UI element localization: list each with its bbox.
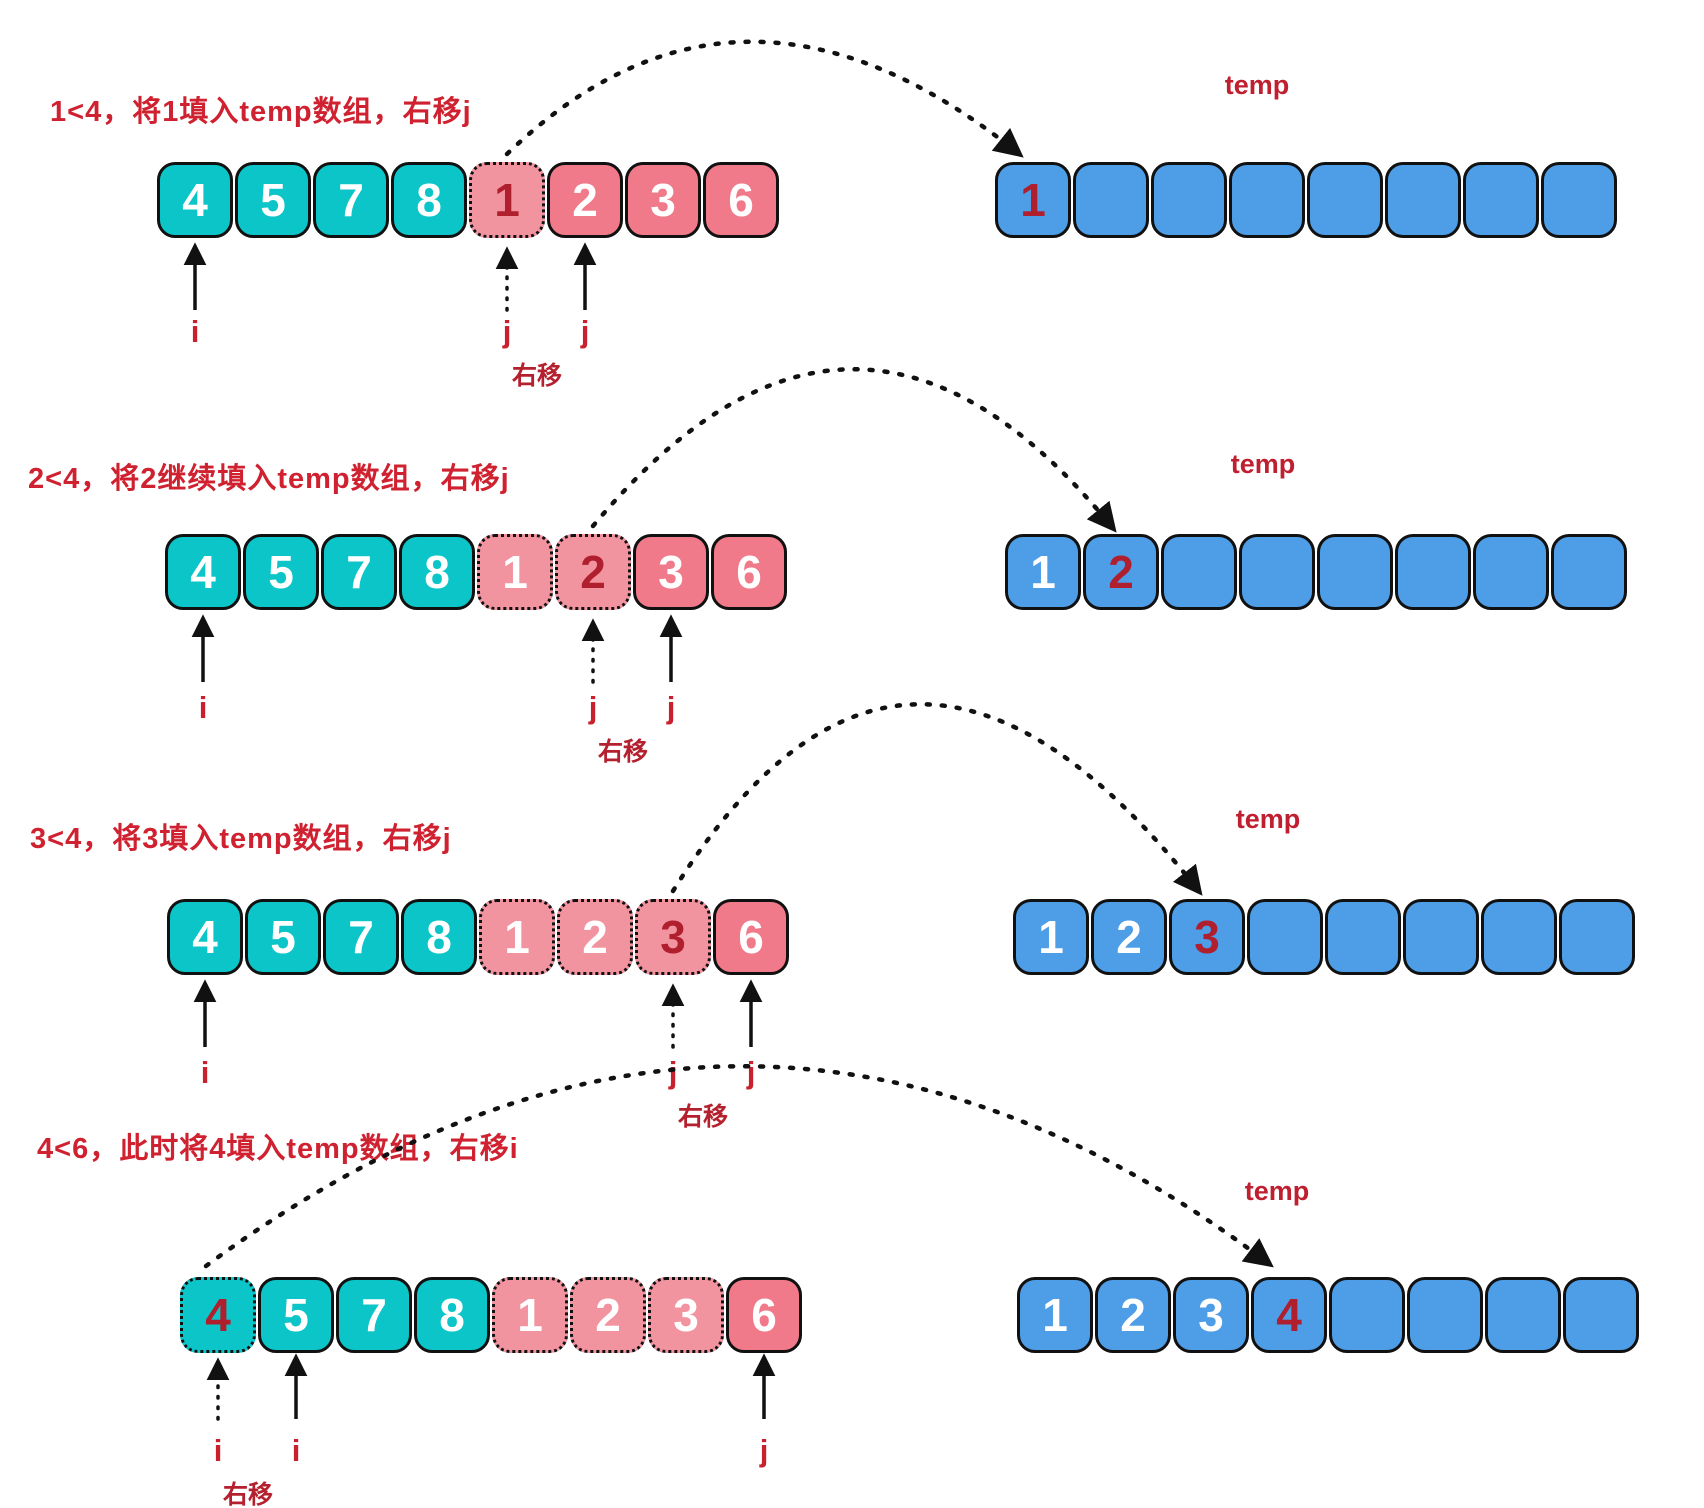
- pointer-j-label: j: [746, 1055, 756, 1090]
- array-cell: 5: [243, 534, 319, 610]
- temp-cell: [1307, 162, 1383, 238]
- temp-cell: [1317, 534, 1393, 610]
- temp-cell: [1559, 899, 1635, 975]
- temp-cell: [1325, 899, 1401, 975]
- temp-cell: [1403, 899, 1479, 975]
- pointer-i-label: i: [190, 314, 200, 349]
- source-array: 4 5 7 8 1 2 3 6: [180, 1277, 802, 1353]
- array-cell: 6: [713, 899, 789, 975]
- step-caption: 1<4，将1填入temp数组，右移j: [50, 96, 472, 128]
- array-cell: 1: [492, 1277, 568, 1353]
- array-cell: 8: [391, 162, 467, 238]
- temp-cell: [1563, 1277, 1639, 1353]
- shift-right-label: 右移: [597, 738, 649, 766]
- array-cell: 2: [557, 899, 633, 975]
- array-cell: 7: [323, 899, 399, 975]
- temp-cell: [1551, 534, 1627, 610]
- array-cell: 4: [165, 534, 241, 610]
- array-cell: 6: [711, 534, 787, 610]
- pointer-i-label: i: [198, 690, 208, 725]
- temp-array-label: temp: [1244, 1176, 1310, 1206]
- temp-cell: 1: [1005, 534, 1081, 610]
- pointer-j-label: j: [502, 314, 512, 349]
- temp-cell: [1151, 162, 1227, 238]
- array-cell: 5: [245, 899, 321, 975]
- pointer-j-label: j: [666, 690, 676, 725]
- step-caption: 4<6，此时将4填入temp数组，右移i: [37, 1133, 519, 1165]
- temp-cell: [1247, 899, 1323, 975]
- source-array: 4 5 7 8 1 2 3 6: [165, 534, 787, 610]
- temp-array: 1 2: [1005, 534, 1627, 610]
- move-to-temp-arrow: [670, 702, 1203, 896]
- shift-right-label: 右移: [222, 1481, 274, 1508]
- temp-cell: 3: [1173, 1277, 1249, 1353]
- move-to-temp-arrow: [504, 39, 1024, 158]
- temp-cell: 1: [1017, 1277, 1093, 1353]
- temp-cell: [1073, 162, 1149, 238]
- pointer-i-label: i: [213, 1433, 223, 1468]
- temp-cell: [1239, 534, 1315, 610]
- shift-right-label: 右移: [511, 362, 563, 390]
- array-cell: 4: [167, 899, 243, 975]
- array-cell-active: 1: [469, 162, 545, 238]
- array-cell: 4: [157, 162, 233, 238]
- array-cell-active: 3: [635, 899, 711, 975]
- array-cell-active: 4: [180, 1277, 256, 1353]
- temp-cell: [1407, 1277, 1483, 1353]
- temp-array-label: temp: [1230, 449, 1296, 479]
- temp-cell: [1329, 1277, 1405, 1353]
- move-to-temp-arrow: [590, 367, 1117, 533]
- temp-array-label: temp: [1224, 70, 1290, 100]
- temp-cell: [1463, 162, 1539, 238]
- temp-cell: 3: [1169, 899, 1245, 975]
- array-cell: 6: [703, 162, 779, 238]
- temp-cell: [1229, 162, 1305, 238]
- source-array: 4 5 7 8 1 2 3 6: [157, 162, 779, 238]
- temp-cell: [1473, 534, 1549, 610]
- temp-cell: [1485, 1277, 1561, 1353]
- temp-array: 1 2 3 4: [1017, 1277, 1639, 1353]
- pointer-i-label: i: [200, 1055, 210, 1090]
- array-cell: 3: [633, 534, 709, 610]
- temp-cell: [1395, 534, 1471, 610]
- pointer-i-label: i: [291, 1433, 301, 1468]
- temp-cell: [1385, 162, 1461, 238]
- array-cell: 8: [399, 534, 475, 610]
- pointer-j-label: j: [759, 1433, 769, 1468]
- step-caption: 3<4，将3填入temp数组，右移j: [30, 823, 452, 855]
- source-array: 4 5 7 8 1 2 3 6: [167, 899, 789, 975]
- temp-cell: 4: [1251, 1277, 1327, 1353]
- temp-array: 1: [995, 162, 1617, 238]
- pointer-j-label: j: [588, 690, 598, 725]
- temp-cell: 2: [1095, 1277, 1171, 1353]
- temp-cell: 2: [1091, 899, 1167, 975]
- temp-cell: [1161, 534, 1237, 610]
- temp-cell: [1541, 162, 1617, 238]
- array-cell: 8: [401, 899, 477, 975]
- array-cell: 7: [313, 162, 389, 238]
- array-cell: 5: [258, 1277, 334, 1353]
- array-cell: 8: [414, 1277, 490, 1353]
- array-cell: 7: [336, 1277, 412, 1353]
- temp-array: 1 2 3: [1013, 899, 1635, 975]
- temp-array-label: temp: [1235, 804, 1301, 834]
- array-cell: 1: [477, 534, 553, 610]
- pointer-j-label: j: [668, 1055, 678, 1090]
- array-cell-active: 2: [555, 534, 631, 610]
- array-cell: 6: [726, 1277, 802, 1353]
- temp-cell: 1: [1013, 899, 1089, 975]
- temp-cell: 1: [995, 162, 1071, 238]
- temp-cell: 2: [1083, 534, 1159, 610]
- shift-right-label: 右移: [677, 1103, 729, 1131]
- temp-cell: [1481, 899, 1557, 975]
- step-caption: 2<4，将2继续填入temp数组，右移j: [28, 463, 510, 495]
- array-cell: 2: [547, 162, 623, 238]
- array-cell: 5: [235, 162, 311, 238]
- pointer-j-label: j: [580, 314, 590, 349]
- array-cell: 2: [570, 1277, 646, 1353]
- array-cell: 3: [648, 1277, 724, 1353]
- array-cell: 3: [625, 162, 701, 238]
- array-cell: 1: [479, 899, 555, 975]
- array-cell: 7: [321, 534, 397, 610]
